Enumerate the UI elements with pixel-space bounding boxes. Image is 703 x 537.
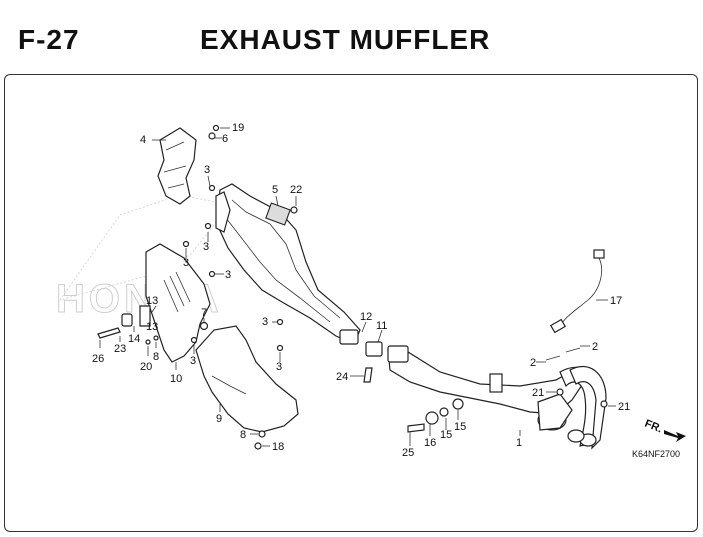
diagram-reference-code: K64NF2700 [632,449,680,459]
direction-arrow-icon [664,430,686,442]
part-1-exhaust-pipe [387,349,607,450]
callout-13-top: 13 [146,295,158,307]
callout-3f: 3 [190,355,196,367]
callout-5: 5 [272,184,278,196]
part-4-small-shield [157,127,197,205]
callout-22: 22 [290,184,302,196]
part-10-heat-guard [145,243,211,363]
section-title: EXHAUST MUFFLER [200,24,491,55]
callout-8b: 8 [240,429,246,441]
wing-logo-shape [58,194,231,301]
callout-20: 20 [140,361,152,373]
callout-1: 1 [516,437,522,449]
callout-10: 10 [170,373,182,385]
callout-18: 18 [272,441,284,453]
callout-3d: 3 [225,269,231,281]
callout-6: 6 [222,133,228,145]
callout-7: 7 [201,307,207,319]
callout-21a: 21 [532,387,544,399]
callout-3a: 3 [204,164,210,176]
callout-14: 14 [128,333,140,345]
callout-3c: 3 [183,257,189,269]
callout-16: 16 [424,437,436,449]
callout-11: 11 [376,320,387,332]
callout-8a: 8 [153,351,159,363]
callout-9: 9 [216,413,222,425]
section-code: F-27 [18,24,80,55]
callout-4: 4 [140,134,146,146]
callout-3g: 3 [276,361,282,373]
callout-21b: 21 [618,401,630,413]
callout-13: 13 [146,321,158,333]
front-direction-marker: FR. [643,418,686,442]
parts-11-12-gaskets [339,329,409,363]
part-9-lower-shield [195,325,299,433]
callout-12: 12 [360,311,372,323]
callout-15b: 15 [454,421,466,433]
callout-25: 25 [402,447,414,459]
callout-2a: 2 [530,357,536,369]
callout-3e: 3 [262,316,268,328]
part-17-sensor [549,249,605,334]
callout-19: 19 [232,122,244,134]
callout-26: 26 [92,353,104,365]
fasteners [97,124,608,450]
direction-label: FR. [643,418,664,436]
diagram-border [4,74,698,532]
callout-3b: 3 [203,241,209,253]
callout-24: 24 [336,371,348,383]
callout-23: 23 [114,343,126,355]
leader-lines [99,127,616,447]
callout-labels: 4 19 6 3 5 22 3 3 3 3 7 3 3 12 11 24 2 2… [92,122,630,459]
callout-17: 17 [610,295,622,307]
callout-15a: 15 [440,429,452,441]
callout-2b: 2 [592,341,598,353]
part-2-gaskets [545,347,581,361]
part-5-muffler-body [215,183,361,345]
